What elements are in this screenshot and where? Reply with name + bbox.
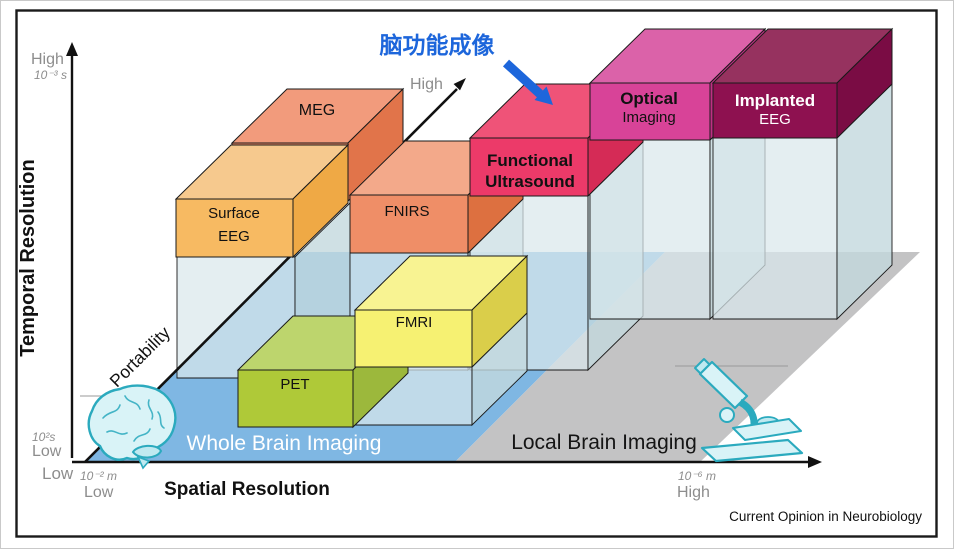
implanted-eeg-box — [711, 27, 894, 140]
local-brain-imaging-label: Local Brain Imaging — [511, 431, 697, 454]
surface-eeg-label-line1: Surface — [208, 205, 260, 222]
implanted-eeg-front — [712, 82, 838, 139]
annotation-text: 脑功能成像 — [380, 32, 496, 58]
annotation-arrow-shaft — [502, 59, 544, 98]
brain-fold-line — [147, 399, 154, 420]
functional-ultrasound-front — [469, 137, 589, 197]
fmri-box — [353, 254, 529, 369]
optical-imaging-label-line1: Optical — [620, 89, 678, 108]
glass-under-implanted — [712, 137, 838, 320]
microscope-icon — [694, 358, 804, 463]
brain-icon — [87, 384, 177, 470]
axes — [66, 42, 822, 468]
pet-front — [237, 369, 354, 428]
technique-boxes — [174, 27, 894, 429]
spatial-high-scale: 10⁻⁶ m — [678, 469, 716, 483]
meg-label: MEG — [299, 102, 335, 119]
microscope-focus-knob — [719, 407, 735, 423]
fnirs-front — [349, 194, 469, 254]
portability-low-label: Low — [42, 464, 74, 483]
microscope-stage — [732, 418, 802, 441]
implanted-eeg-label-line1: Implanted — [735, 91, 815, 110]
surface-eeg-box — [174, 143, 350, 259]
portability-high-label: High — [410, 76, 443, 93]
brain-folds — [102, 395, 165, 442]
technique-labels: MEG Surface EEG FNIRS Functional Ultraso… — [208, 89, 815, 393]
pet-label: PET — [280, 376, 309, 393]
fmri-label: FMRI — [396, 314, 433, 331]
spatial-low-scale: 10⁻² m — [80, 469, 117, 483]
brain-stem — [136, 455, 151, 470]
brain-cerebellum — [131, 444, 163, 459]
whole-brain-imaging-label: Whole Brain Imaging — [187, 432, 382, 455]
figure-frame — [15, 9, 938, 538]
brain-fold-line — [157, 411, 165, 429]
optical-imaging-box — [588, 27, 767, 142]
annotation-arrow-head — [534, 86, 553, 105]
temporal-high-label: High — [31, 51, 64, 68]
brain-fold-line — [133, 428, 151, 442]
temporal-axis-title: Temporal Resolution — [17, 159, 39, 356]
spatial-axis-title: Spatial Resolution — [164, 479, 330, 500]
spatial-high-label: High — [677, 484, 710, 501]
spatial-low-label: Low — [84, 484, 114, 501]
functional-ultrasound-label-line1: Functional — [487, 151, 573, 170]
temporal-high-scale: 10⁻³ s — [34, 68, 67, 82]
temporal-low-label: Low — [32, 443, 62, 460]
portability-axis-arrowhead — [453, 78, 466, 91]
surface-eeg-front — [175, 198, 294, 258]
fmri-front — [354, 309, 473, 368]
brain-fold-line — [106, 430, 128, 435]
brain-fold-line — [102, 404, 121, 419]
optical-imaging-front — [589, 82, 711, 141]
spatial-axis-arrowhead — [808, 456, 822, 468]
optical-imaging-label-line2: Imaging — [622, 109, 675, 126]
microscope-tube — [698, 360, 749, 410]
microscope-base — [700, 438, 804, 463]
brain-fold-line — [124, 395, 141, 410]
annotation-group: 脑功能成像 — [380, 32, 553, 105]
temporal-low-scale: 10²s — [32, 430, 55, 444]
journal-caption: Current Opinion in Neurobiology — [729, 509, 922, 524]
brain-body — [87, 384, 177, 461]
functional-ultrasound-label-line2: Ultrasound — [485, 172, 575, 191]
fnirs-label: FNIRS — [385, 203, 430, 220]
surface-eeg-label-line2: EEG — [218, 228, 250, 245]
implanted-eeg-label-line2: EEG — [759, 111, 791, 128]
temporal-axis-arrowhead — [66, 42, 78, 56]
axis-scale-labels: High 10⁻³ s 10²s Low Low 10⁻² m Low High… — [31, 51, 716, 501]
